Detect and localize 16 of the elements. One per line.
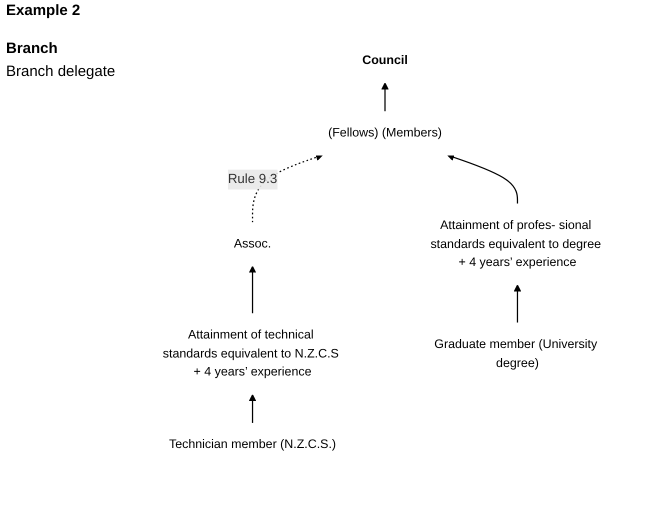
- arrow: [514, 284, 522, 323]
- node-text: Attainment of technical standards equivalent to N.Z.C.S + 4 years’ experience: [162, 328, 339, 380]
- arrow: [381, 82, 389, 112]
- arrow: [447, 154, 518, 204]
- edge-label: Rule 9.3: [228, 172, 278, 186]
- node-text: (Fellows) (Members): [328, 126, 442, 140]
- arrow: [248, 394, 256, 424]
- note-text: Branch delegate: [6, 63, 116, 80]
- node-text: Graduate member (University degree): [434, 337, 598, 370]
- node-text: Technician member (N.Z.C.S.): [169, 437, 336, 452]
- diagram-title: Example 2: [6, 2, 80, 19]
- note-text: Branch: [6, 40, 59, 57]
- node-text: Assoc.: [234, 236, 272, 251]
- node-text: Attainment of profes- sional standards equivalent to degree + 4 years’ experience: [430, 218, 602, 270]
- arrow: [248, 266, 256, 314]
- node-text: Council: [362, 53, 408, 68]
